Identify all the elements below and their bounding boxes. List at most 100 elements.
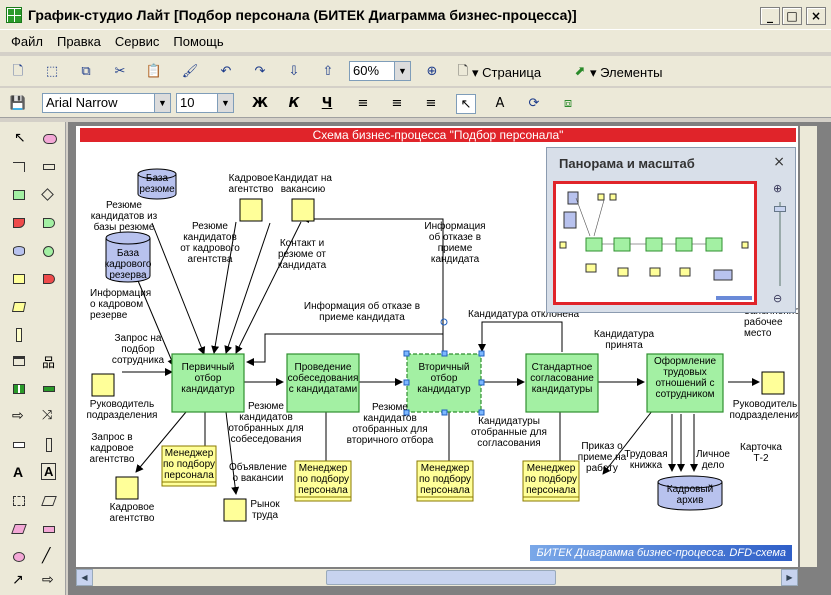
manual-input-icon[interactable] (8, 296, 30, 318)
external-candidate[interactable] (291, 198, 315, 222)
red-document-icon[interactable] (8, 212, 30, 234)
new-document-icon[interactable]: 🗋 (12, 64, 24, 79)
menu-file[interactable]: Файл (11, 33, 43, 49)
external-dept-head-right[interactable] (761, 371, 785, 395)
align-center-icon[interactable]: ≡ (391, 96, 403, 111)
close-button[interactable]: × (806, 7, 826, 25)
import-icon[interactable]: ⇩ (288, 64, 300, 79)
align-right-icon[interactable]: ≡ (425, 96, 437, 111)
format-brush-icon[interactable]: 🖌 (181, 64, 199, 79)
select-all-icon[interactable]: ⬚ (45, 64, 59, 79)
green-circle-icon[interactable] (38, 240, 60, 262)
bar-icon[interactable] (8, 434, 30, 456)
external-dept-head-left[interactable] (91, 373, 115, 397)
zoom-out-icon[interactable]: ⊖ (773, 292, 783, 305)
store-resume-base[interactable] (137, 168, 177, 200)
manager-note-2[interactable] (294, 460, 352, 502)
process-secondary-selection[interactable] (406, 353, 482, 413)
rectangle-outline-icon[interactable] (38, 156, 60, 178)
freeform-icon[interactable] (38, 490, 60, 512)
block-arrow-icon[interactable]: ⇨ (42, 572, 54, 588)
zoom-in-icon[interactable]: ⊕ (773, 182, 783, 195)
diagram-canvas[interactable]: Схема бизнес-процесса "Подбор персонала" (76, 126, 798, 567)
diamond-icon[interactable] (38, 184, 60, 206)
align-left-icon[interactable]: ≡ (357, 96, 369, 111)
chevron-down-icon[interactable]: ▼ (394, 62, 410, 80)
cut-icon[interactable]: ✂ (114, 64, 126, 79)
chevron-down-icon[interactable]: ▼ (217, 94, 233, 112)
close-icon[interactable]: × (773, 154, 785, 170)
italic-button[interactable]: К (288, 96, 300, 111)
store-hr-archive[interactable] (657, 475, 723, 511)
green-tab-icon[interactable] (38, 212, 60, 234)
export-icon[interactable]: ⇧ (322, 64, 334, 79)
arrow-line-icon[interactable]: ↗ (12, 572, 24, 588)
zoom-select[interactable]: 60% ▼ (349, 61, 411, 81)
external-labor-market[interactable] (223, 498, 247, 522)
column-icon[interactable] (38, 434, 60, 456)
page-menu-button[interactable]: ▾ Страница (472, 65, 542, 80)
store-cylinder-icon[interactable] (8, 240, 30, 262)
bold-button[interactable]: Ж (252, 96, 268, 111)
rotate-icon[interactable]: ⟳ (528, 96, 540, 111)
pointer-tool-icon[interactable]: ↖ (14, 130, 26, 146)
split-arrows-icon[interactable]: ⤨ (42, 408, 53, 423)
font-size-select[interactable]: 10 ▼ (176, 93, 234, 113)
arrow-right-icon[interactable]: ⇨ (12, 408, 24, 424)
store-reserve-base[interactable] (105, 231, 151, 283)
yellow-column-icon[interactable] (8, 324, 30, 346)
redo-icon[interactable]: ↷ (254, 64, 266, 79)
manager-note-1[interactable] (161, 445, 217, 487)
polyline-icon[interactable] (8, 490, 30, 512)
menu-edit[interactable]: Правка (56, 33, 101, 49)
ellipse-icon[interactable] (8, 546, 30, 568)
hierarchy-icon[interactable]: 品 (42, 355, 56, 370)
undo-icon[interactable]: ↶ (220, 64, 232, 79)
external-hr-agency-2[interactable] (115, 476, 139, 500)
scroll-right-icon[interactable]: ▶ (781, 569, 798, 586)
menu-help[interactable]: Помощь (173, 33, 224, 49)
text-tool-button[interactable]: A (495, 96, 505, 111)
horizontal-scrollbar[interactable]: ◀ ▶ (76, 569, 798, 586)
zoom-slider[interactable]: ⊕ ⊖ (773, 182, 787, 306)
panorama-viewport[interactable] (553, 181, 757, 305)
horizontal-scroll-thumb[interactable] (326, 570, 556, 585)
connector-tool-icon[interactable] (8, 156, 30, 178)
process-primary-selection[interactable] (171, 353, 245, 413)
save-icon[interactable]: 💾 (9, 96, 27, 111)
vertical-scrollbar[interactable] (800, 126, 817, 567)
process-interview[interactable] (286, 353, 360, 413)
scroll-left-icon[interactable]: ◀ (76, 569, 93, 586)
boxed-text-icon[interactable]: A (38, 462, 60, 484)
external-hr-agency[interactable] (239, 198, 263, 222)
red-d-shape-icon[interactable] (38, 268, 60, 290)
grid-green-icon[interactable] (8, 378, 30, 400)
text-tool-icon[interactable]: A (13, 464, 24, 480)
parallelogram-icon[interactable] (8, 518, 30, 540)
pointer-icon[interactable]: ↖ (456, 94, 476, 114)
underline-button[interactable]: Ч (321, 96, 333, 111)
green-process-icon[interactable] (8, 184, 30, 206)
font-name-select[interactable]: Arial Narrow ▼ (42, 93, 171, 113)
manager-note-4[interactable] (522, 460, 580, 502)
process-employment[interactable] (646, 353, 724, 413)
paste-icon[interactable]: 📋 (145, 64, 163, 79)
zoom-thumb[interactable] (774, 206, 786, 212)
connector-icon[interactable]: ⧈ (563, 96, 573, 111)
copy-icon[interactable]: ⧉ (81, 64, 91, 79)
manager-note-3[interactable] (416, 460, 474, 502)
pink-rectangle-icon[interactable] (38, 518, 60, 540)
line-icon[interactable]: ╱ (42, 548, 51, 564)
window-tool-icon[interactable] (8, 350, 30, 372)
yellow-square-icon[interactable] (8, 268, 30, 290)
selection-handles[interactable] (403, 318, 485, 416)
process-agreement[interactable] (525, 353, 599, 413)
pink-ellipse-icon[interactable] (38, 128, 60, 150)
page-icon[interactable]: 🗋 (457, 64, 469, 79)
menu-service[interactable]: Сервис (114, 33, 160, 49)
elements-icon[interactable]: ⬈ (574, 64, 586, 79)
maximize-button[interactable]: □ (782, 7, 802, 25)
zoom-in-icon[interactable]: ⊕ (426, 64, 438, 79)
chevron-down-icon[interactable]: ▼ (154, 94, 170, 112)
org-chart-icon[interactable] (38, 378, 60, 400)
